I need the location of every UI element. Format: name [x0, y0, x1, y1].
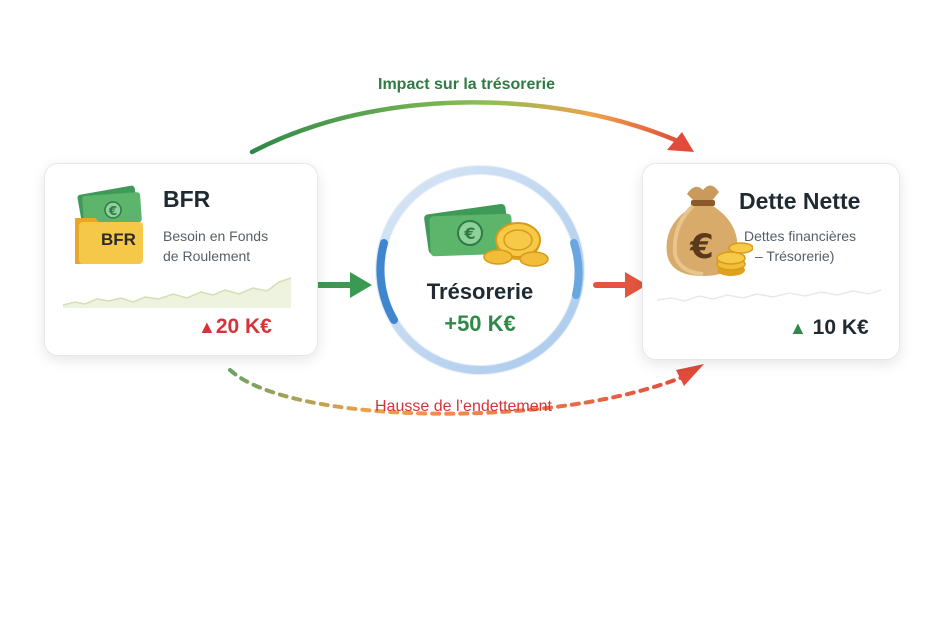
right-arrow-red-head [625, 272, 647, 298]
euro-icon: € [689, 227, 714, 267]
tresorerie-value: +50 K€ [444, 311, 516, 336]
dette-card: € Dette Nette Dettes financières – Tréso… [642, 163, 900, 360]
top-arrow-head [667, 132, 694, 152]
bfr-subtitle-1: Besoin en Fonds [163, 228, 269, 244]
top-arrow-label: Impact sur la trésorerie [378, 76, 555, 93]
banknote-icon: € [424, 204, 513, 257]
bfr-title: BFR [163, 186, 211, 212]
up-triangle-icon: ▲ [198, 317, 216, 337]
bottom-arrow-line [228, 368, 692, 416]
right-arrow-green-head [350, 272, 372, 298]
svg-text:€: € [108, 204, 117, 218]
bottom-arrow-label: Hausse de l’endettement [375, 398, 552, 415]
bfr-value: ▲20 K€ [198, 315, 272, 338]
bottom-arrow-head [676, 364, 704, 386]
folder-icon: € [75, 185, 143, 264]
svg-text:€: € [463, 224, 475, 243]
dette-title: Dette Nette [739, 188, 861, 214]
dette-sparkline [657, 289, 882, 302]
tresorerie-node: € Trésorerie +50 K€ [372, 165, 588, 375]
tresorerie-title: Trésorerie [426, 279, 534, 304]
dette-value: ▲ 10 K€ [789, 316, 869, 339]
up-triangle-icon: ▲ [789, 318, 807, 338]
bfr-badge: BFR [101, 230, 136, 249]
bfr-subtitle-2: de Roulement [163, 248, 251, 264]
dette-subtitle-2: – Trésorerie) [755, 248, 835, 264]
bfr-sparkline [63, 277, 292, 308]
money-bag-icon: € [666, 185, 753, 276]
coins-icon: € [424, 204, 549, 267]
bfr-card: € BFR BFR Besoin en Fonds de Roulement ▲… [44, 163, 318, 356]
top-arrow-line [249, 100, 683, 155]
banknote-icon: € [77, 185, 142, 226]
dette-subtitle-1: Dettes financières [744, 228, 857, 244]
